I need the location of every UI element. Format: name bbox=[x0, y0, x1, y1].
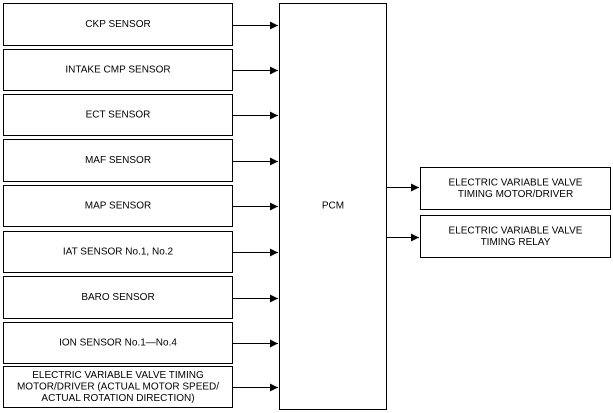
input-sensor-box bbox=[3, 366, 233, 408]
input-sensor-box bbox=[3, 3, 233, 46]
input-sensor-4: MAF SENSOR bbox=[3, 139, 233, 182]
input-sensor-3: ECT SENSOR bbox=[3, 94, 233, 136]
input-sensor-box bbox=[3, 94, 233, 136]
input-sensor-label: CKP SENSOR bbox=[85, 19, 150, 30]
input-sensor-label: IAT SENSOR No.1, No.2 bbox=[63, 247, 174, 258]
output-actuator-label: ELECTRIC VARIABLE VALVE bbox=[449, 177, 583, 188]
input-sensor-box bbox=[3, 231, 233, 273]
output-actuator-box bbox=[420, 215, 611, 258]
input-sensor-9: ELECTRIC VARIABLE VALVE TIMINGMOTOR/DRIV… bbox=[3, 366, 233, 408]
output-actuator-box bbox=[420, 167, 611, 210]
input-sensor-label: ION SENSOR No.1—No.4 bbox=[59, 338, 177, 349]
input-sensor-label: MAF SENSOR bbox=[85, 155, 151, 166]
input-sensor-7: BARO SENSOR bbox=[3, 276, 233, 319]
input-sensor-label: MAP SENSOR bbox=[85, 201, 152, 212]
input-sensor-label: BARO SENSOR bbox=[81, 292, 154, 303]
input-sensor-1: CKP SENSOR bbox=[3, 3, 233, 46]
input-sensor-label: ACTUAL ROTATION DIRECTION) bbox=[41, 393, 194, 404]
input-sensor-label: MOTOR/DRIVER (ACTUAL MOTOR SPEED/ bbox=[17, 382, 219, 393]
input-sensor-box bbox=[3, 49, 233, 91]
output-actuator-label: TIMING MOTOR/DRIVER bbox=[458, 189, 573, 200]
input-sensor-label: ELECTRIC VARIABLE VALVE TIMING bbox=[32, 370, 204, 381]
pcm-block: PCM bbox=[279, 3, 387, 410]
input-sensor-label: INTAKE CMP SENSOR bbox=[65, 65, 170, 76]
input-sensor-box bbox=[3, 185, 233, 227]
output-actuator-label: TIMING RELAY bbox=[481, 237, 551, 248]
output-actuator-label: ELECTRIC VARIABLE VALVE bbox=[449, 225, 583, 236]
input-sensors: CKP SENSOR INTAKE CMP SENSOR ECT SENSOR MAF… bbox=[3, 3, 278, 408]
input-sensor-box bbox=[3, 276, 233, 319]
input-sensor-8: ION SENSOR No.1—No.4 bbox=[3, 322, 233, 364]
pcm-box bbox=[279, 3, 387, 410]
input-sensor-2: INTAKE CMP SENSOR bbox=[3, 49, 233, 91]
input-sensor-label: ECT SENSOR bbox=[86, 110, 151, 121]
input-sensor-box bbox=[3, 139, 233, 182]
pcm-label: PCM bbox=[322, 201, 344, 212]
input-sensor-5: MAP SENSOR bbox=[3, 185, 233, 227]
input-sensor-6: IAT SENSOR No.1, No.2 bbox=[3, 231, 233, 273]
